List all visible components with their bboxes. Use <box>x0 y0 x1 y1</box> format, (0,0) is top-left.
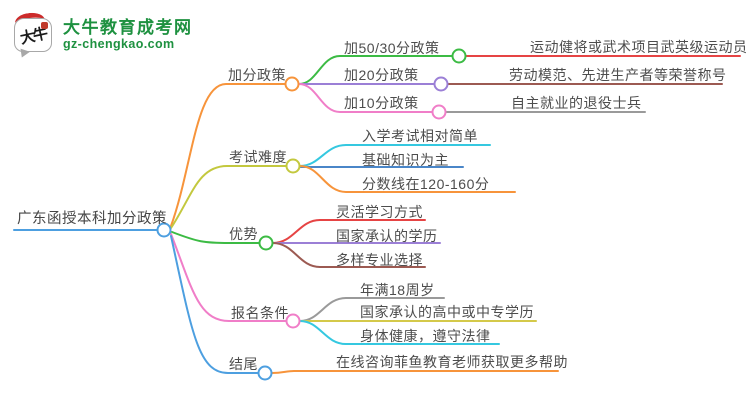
node-circle-requirements <box>285 313 301 329</box>
leaf-label-health-law: 身体健康，遵守法律 <box>360 328 491 344</box>
edge-leaf-health-law <box>299 320 500 345</box>
leaf-label-easy-exam: 入学考试相对简单 <box>362 128 478 144</box>
leaf-label-model-worker: 劳动模范、先进生产者等荣誉称号 <box>509 67 727 83</box>
logo-text-block: 大牛教育成考网 gz-chengkao.com <box>63 18 193 52</box>
node-circle-bonus-50-30 <box>451 48 467 64</box>
leaf-label-diploma: 国家承认的高中或中专学历 <box>360 304 534 320</box>
node-circle-bonus-10 <box>431 104 447 120</box>
leaf-label-major-choice: 多样专业选择 <box>336 252 423 268</box>
leaf-label-basic-knowledge: 基础知识为主 <box>362 152 449 168</box>
root-node-label: 广东函授本科加分政策 <box>17 211 167 227</box>
logo-mark: 大牛 <box>12 11 56 57</box>
edge-branch-bonus-policy <box>170 83 286 227</box>
logo-seal-icon <box>41 22 48 29</box>
node-label-bonus-50-30: 加50/30分政策 <box>344 40 440 56</box>
branch-label-ending: 结尾 <box>229 356 258 372</box>
node-circle-advantages <box>258 235 274 251</box>
edge-branch-requirements <box>170 233 287 322</box>
branch-label-advantages: 优势 <box>229 226 258 242</box>
edge-bonus-10 <box>298 83 433 113</box>
edge-branch-ending <box>170 235 259 374</box>
node-circle-ending <box>257 365 273 381</box>
logo-site-url: gz-chengkao.com <box>63 37 175 51</box>
leaf-label-athlete: 运动健将或武术项目武英级运动员 <box>530 39 748 55</box>
node-circle-bonus-20 <box>433 76 449 92</box>
logo-speech-bubble-icon: 大牛 <box>14 18 52 52</box>
logo-site-name: 大牛教育成考网 <box>63 18 193 37</box>
leaf-label-flexible-study: 灵活学习方式 <box>336 204 423 220</box>
edge-branch-advantages <box>171 231 260 244</box>
edge-branch-exam-difficulty <box>170 165 287 229</box>
node-label-bonus-10: 加10分政策 <box>344 95 419 111</box>
leaf-label-age-18: 年满18周岁 <box>360 282 435 298</box>
leaf-label-veteran: 自主就业的退役士兵 <box>511 95 642 111</box>
branch-label-exam-difficulty: 考试难度 <box>229 149 287 165</box>
branch-label-bonus-policy: 加分政策 <box>228 67 286 83</box>
edge-leaf-consult <box>271 370 559 374</box>
edge-leaf-major-choice <box>272 242 426 268</box>
leaf-label-consult: 在线咨询菲鱼教育老师获取更多帮助 <box>336 354 568 370</box>
leaf-label-score-line: 分数线在120-160分 <box>362 176 490 192</box>
node-circle-exam-difficulty <box>285 158 301 174</box>
node-circle-root <box>156 222 172 238</box>
node-label-bonus-20: 加20分政策 <box>344 67 419 83</box>
leaf-label-state-recognized: 国家承认的学历 <box>336 228 438 244</box>
edge-leaf-easy-exam <box>299 144 491 167</box>
node-circle-bonus-policy <box>284 76 300 92</box>
site-logo: 大牛 大牛教育成考网 gz-chengkao.com <box>12 11 193 57</box>
edge-leaf-score-line <box>299 165 516 193</box>
branch-label-requirements: 报名条件 <box>231 305 289 321</box>
